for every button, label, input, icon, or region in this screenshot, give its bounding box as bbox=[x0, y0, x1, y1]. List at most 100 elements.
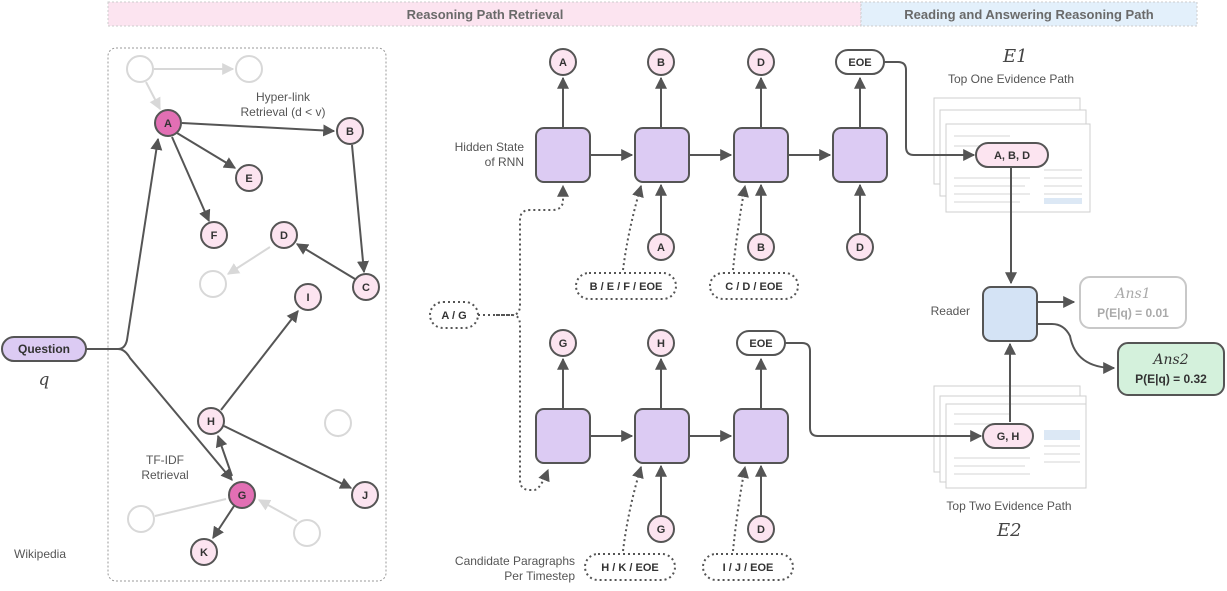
faded-node bbox=[293, 519, 321, 547]
wikipedia-box bbox=[107, 47, 387, 582]
candidate-pill: B / E / F / EOE bbox=[590, 281, 663, 293]
candidate-pill: C / D / EOE bbox=[725, 281, 782, 293]
top-input-label: A bbox=[657, 242, 665, 254]
rnn-edges bbox=[557, 76, 866, 515]
edge-c-d bbox=[295, 243, 356, 280]
top-output-label: B bbox=[657, 57, 665, 69]
node-i: I bbox=[294, 283, 322, 311]
question-label: Question bbox=[18, 342, 70, 356]
rnn-cell bbox=[634, 408, 690, 464]
reader-box bbox=[982, 286, 1038, 342]
faded-node bbox=[199, 270, 227, 298]
rnn-cell bbox=[832, 127, 888, 183]
tfidf-label-line2: Retrieval bbox=[141, 468, 188, 482]
header-left-bg bbox=[107, 1, 862, 27]
node-b: B bbox=[336, 117, 364, 145]
hidden-state-label-line2: of RNN bbox=[485, 155, 524, 169]
node-f-label: F bbox=[211, 230, 218, 242]
candidate-pill: I / J / EOE bbox=[723, 562, 774, 574]
reader-section: E1 Top One Evidence Path A, B, D bbox=[785, 46, 1225, 541]
bottom-output-label: G bbox=[559, 338, 568, 350]
e1-path-label: A, B, D bbox=[994, 150, 1030, 162]
ans1-prob: P(E|q) = 0.01 bbox=[1097, 306, 1169, 320]
node-k-label: K bbox=[200, 547, 208, 559]
e1-title: Top One Evidence Path bbox=[948, 72, 1074, 86]
e2-document-stack: G, H bbox=[933, 385, 1087, 489]
node-g: G bbox=[228, 481, 256, 509]
bottom-input-label: D bbox=[757, 524, 765, 536]
wikipedia-label: Wikipedia bbox=[14, 547, 66, 561]
tfidf-label-line1: TF-IDF bbox=[146, 453, 184, 467]
faded-nodes bbox=[126, 55, 352, 547]
top-output-eoe: EOE bbox=[848, 57, 871, 69]
node-j: J bbox=[351, 481, 379, 509]
faded-node bbox=[235, 55, 263, 83]
node-i-label: I bbox=[306, 292, 309, 304]
graph-nodes: A B E F D C I bbox=[154, 109, 380, 566]
e1-text: E1 bbox=[1002, 46, 1028, 67]
top-input-label: D bbox=[856, 242, 864, 254]
top-inputs: A B D bbox=[647, 233, 874, 261]
node-k: K bbox=[190, 538, 218, 566]
node-h: H bbox=[197, 407, 225, 435]
edge-a-e bbox=[176, 132, 237, 169]
header-right-title: Reading and Answering Reasoning Path bbox=[904, 7, 1153, 22]
node-e: E bbox=[235, 164, 263, 192]
bottom-candidates: H / K / EOE I / J / EOE bbox=[584, 553, 794, 581]
rnn-cell bbox=[535, 408, 591, 464]
candidate-label-line2: Per Timestep bbox=[504, 569, 575, 583]
e2-path-label: G, H bbox=[997, 431, 1020, 443]
e2-label: E2 bbox=[996, 520, 1022, 541]
top-output-label: D bbox=[757, 57, 765, 69]
rnn-cell bbox=[535, 127, 591, 183]
answer-1: Ans1 P(E|q) = 0.01 bbox=[1079, 276, 1187, 329]
question-node: Question bbox=[1, 336, 87, 362]
edge-h-j bbox=[223, 425, 353, 489]
node-j-label: J bbox=[362, 490, 368, 502]
rnn-dotted-edges bbox=[496, 184, 749, 552]
edge-g-k bbox=[212, 505, 235, 540]
faded-node bbox=[127, 505, 155, 533]
e2-text: E2 bbox=[996, 520, 1022, 541]
ans2-label: Ans2 bbox=[1151, 352, 1188, 368]
question-variable: q bbox=[39, 370, 50, 390]
e2-path-pill bbox=[982, 423, 1034, 449]
header-left-title: Reasoning Path Retrieval bbox=[407, 7, 564, 22]
hyperlink-label-line2: Retrieval (d < v) bbox=[240, 105, 325, 119]
edge-b-c bbox=[351, 144, 369, 274]
node-d-label: D bbox=[280, 230, 288, 242]
rnn-cells-top bbox=[535, 127, 888, 183]
node-g-label: G bbox=[238, 490, 247, 502]
rnn-section: Hidden State of RNN Candidate Paragraphs… bbox=[429, 48, 888, 583]
bottom-input-label: G bbox=[657, 524, 666, 536]
top-output-label: A bbox=[559, 57, 567, 69]
bottom-outputs: G H EOE bbox=[549, 329, 786, 357]
ans2-prob: P(E|q) = 0.32 bbox=[1135, 372, 1207, 386]
node-f: F bbox=[200, 221, 228, 249]
bottom-output-label: H bbox=[657, 338, 665, 350]
node-c: C bbox=[352, 273, 380, 301]
node-d: D bbox=[270, 221, 298, 249]
rnn-cells-bottom bbox=[535, 408, 789, 464]
graph-edges bbox=[86, 122, 369, 540]
e2-title: Top Two Evidence Path bbox=[946, 499, 1071, 513]
bottom-output-eoe: EOE bbox=[749, 338, 772, 350]
answer-2: Ans2 P(E|q) = 0.32 bbox=[1117, 342, 1225, 396]
rnn-cell bbox=[733, 408, 789, 464]
rnn-cell bbox=[733, 127, 789, 183]
reader-edges bbox=[785, 61, 1116, 442]
node-b-label: B bbox=[346, 126, 354, 138]
node-e-label: E bbox=[245, 173, 252, 185]
start-candidate: A / G bbox=[429, 301, 512, 329]
candidate-label-line1: Candidate Paragraphs bbox=[455, 554, 575, 568]
candidate-pill: H / K / EOE bbox=[601, 562, 658, 574]
start-candidate-label: A / G bbox=[441, 310, 466, 322]
header-bar: Reasoning Path Retrieval Reading and Ans… bbox=[107, 1, 1198, 27]
node-h-label: H bbox=[207, 416, 215, 428]
edge-g-h bbox=[215, 434, 233, 477]
faded-node bbox=[324, 409, 352, 437]
top-candidates: B / E / F / EOE C / D / EOE bbox=[575, 272, 799, 300]
bottom-inputs: G D bbox=[647, 515, 775, 543]
